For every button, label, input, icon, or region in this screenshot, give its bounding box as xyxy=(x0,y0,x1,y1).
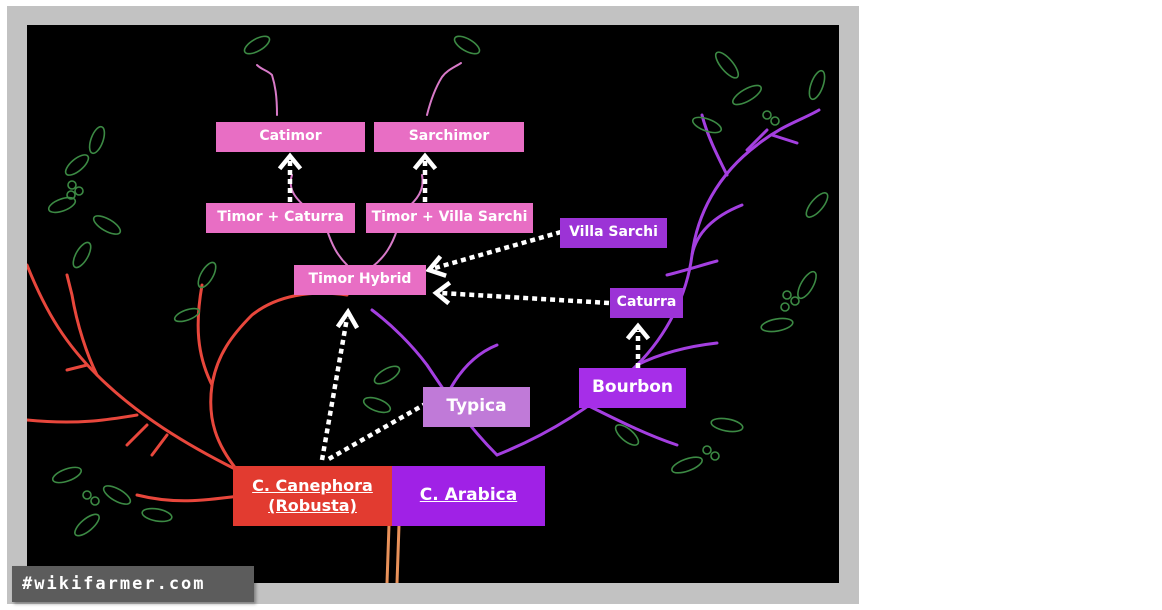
arrow-typica-to-canephora xyxy=(325,401,429,462)
arrow-canephora-to-timor-hybrid xyxy=(319,317,350,461)
arrowhead-caturra xyxy=(625,322,651,341)
arrowhead-catimor xyxy=(277,152,303,171)
node-timor-hybrid: Timor Hybrid xyxy=(294,265,426,295)
arrowhead-timor-hybrid-from-villa-sarchi xyxy=(425,254,447,278)
wikifarmer-watermark: #wikifarmer.com xyxy=(12,566,254,602)
node-c-arabica: C. Arabica xyxy=(392,466,545,526)
lineage-arrows xyxy=(287,161,641,462)
arrow-heads xyxy=(277,152,651,341)
node-caturra: Caturra xyxy=(610,288,683,318)
node-villa-sarchi: Villa Sarchi xyxy=(560,218,667,248)
diagram-canvas: Catimor Sarchimor Timor + Caturra Timor … xyxy=(27,25,839,583)
node-catimor: Catimor xyxy=(216,122,365,152)
arrow-caturra-to-timor-hybrid xyxy=(440,290,610,306)
node-c-canephora-robusta: C. Canephora (Robusta) xyxy=(233,466,392,526)
canephora-name: C. Canephora xyxy=(252,476,373,495)
arrow-villa-sarchi-to-timor-hybrid xyxy=(434,229,562,271)
upper-branches xyxy=(256,62,462,268)
canephora-common-name: (Robusta) xyxy=(268,496,357,515)
tree-trunk xyxy=(385,524,401,583)
node-sarchimor: Sarchimor xyxy=(374,122,524,152)
node-timor-caturra: Timor + Caturra xyxy=(206,203,355,233)
node-typica: Typica xyxy=(423,387,530,427)
node-timor-villa-sarchi: Timor + Villa Sarchi xyxy=(366,203,533,233)
coffee-leaves xyxy=(47,35,829,537)
arrowhead-timor-hybrid-from-caturra xyxy=(432,280,452,306)
node-bourbon: Bourbon xyxy=(579,368,686,408)
arrowhead-sarchimor xyxy=(412,152,438,171)
arrowhead-timor-hybrid-from-canephora xyxy=(335,307,360,330)
